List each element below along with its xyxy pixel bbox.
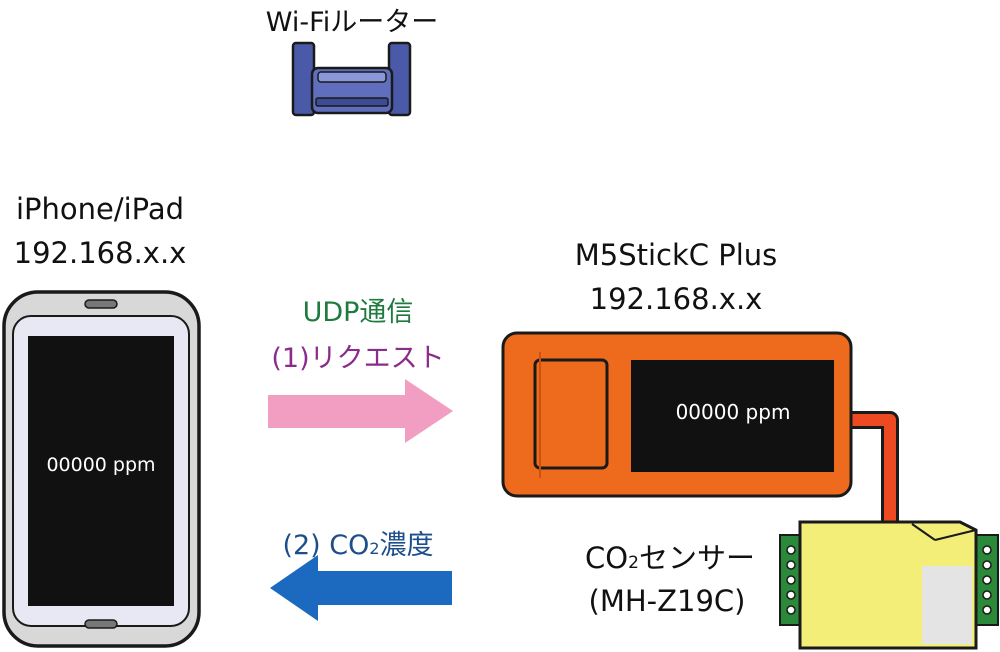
phone-device: [2, 290, 201, 648]
sensor-label-suffix: センサー: [638, 541, 755, 575]
device-name: M5StickC Plus: [574, 238, 778, 272]
response-arrow: [270, 555, 452, 621]
device-screen-reading: 00000 ppm: [675, 400, 791, 424]
response-label: (2) CO2濃度: [282, 523, 433, 562]
phone-screen-reading: 00000 ppm: [46, 454, 156, 476]
sensor-label-prefix: CO: [585, 541, 629, 575]
router-label: Wi-Fiルーター: [265, 7, 439, 38]
response-label-subscript: 2: [369, 539, 380, 558]
response-label-prefix: (2) CO: [282, 530, 370, 561]
phone-ip: 192.168.x.x: [13, 236, 187, 270]
protocol-title: UDP通信: [302, 297, 414, 328]
phone-name: iPhone/iPad: [15, 192, 185, 226]
router-icon: [291, 41, 412, 117]
device-ip: 192.168.x.x: [589, 282, 763, 316]
sensor-label: CO2センサー: [585, 535, 755, 577]
request-arrow: [268, 379, 453, 443]
response-label-suffix: 濃度: [379, 530, 434, 561]
m5stickc-device: [501, 331, 853, 498]
request-label: (1)リクエスト: [271, 343, 445, 374]
co2-sensor: [779, 520, 999, 650]
sensor-model: (MH-Z19C): [588, 584, 746, 618]
sensor-label-subscript: 2: [628, 553, 639, 573]
